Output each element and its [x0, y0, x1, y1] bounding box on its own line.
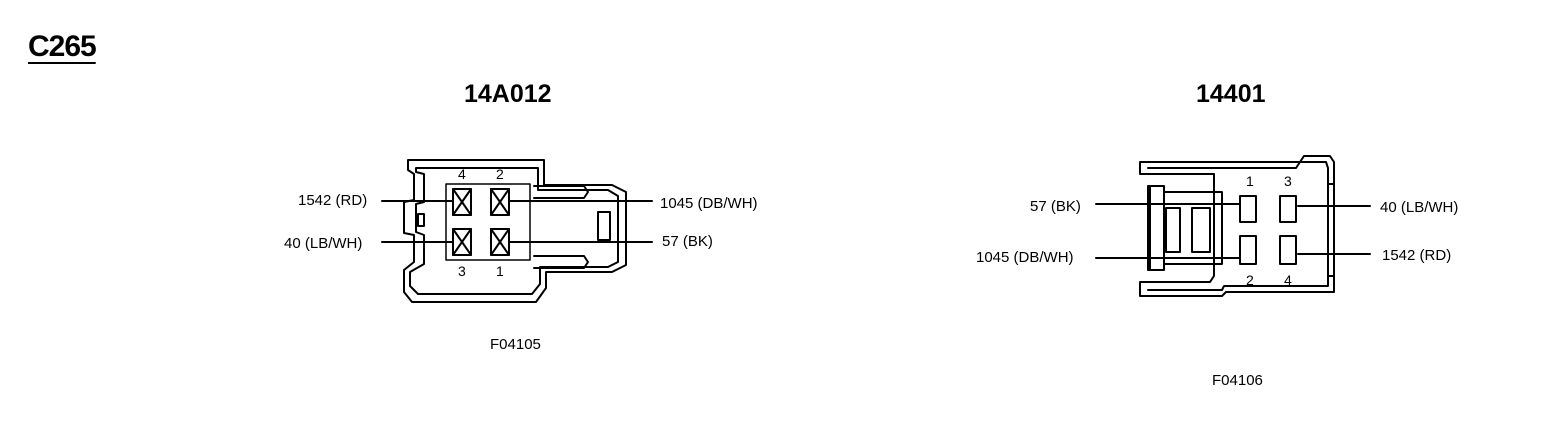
left-pin-1: 1 — [496, 263, 504, 279]
left-wire-label-1045: 1045 (DB/WH) — [660, 195, 758, 212]
right-pin-1: 1 — [1246, 173, 1254, 189]
left-terminal-3 — [452, 228, 472, 256]
left-wire-label-1542: 1542 (RD) — [298, 192, 368, 209]
right-pin-2: 2 — [1246, 272, 1254, 288]
connector-id-title: C265 — [28, 30, 97, 63]
right-terminal-4 — [1279, 235, 1297, 265]
right-figure-code: F04106 — [1212, 372, 1263, 389]
right-pin-3: 3 — [1284, 173, 1292, 189]
left-connector-body — [403, 159, 627, 303]
left-wire-label-57: 57 (BK) — [662, 233, 713, 250]
left-terminal-1 — [490, 228, 510, 256]
right-connector-body — [1139, 155, 1335, 297]
right-terminal-2 — [1239, 235, 1257, 265]
left-part-number: 14A012 — [464, 80, 552, 108]
right-wire-label-1045: 1045 (DB/WH) — [976, 249, 1074, 266]
right-terminal-1 — [1239, 195, 1257, 223]
left-terminal-4 — [452, 188, 472, 216]
left-pin-4: 4 — [458, 166, 466, 182]
right-wire-label-40: 40 (LB/WH) — [1380, 199, 1459, 216]
right-pin-4: 4 — [1284, 272, 1292, 288]
left-pin-3: 3 — [458, 263, 466, 279]
right-wire-label-57: 57 (BK) — [1030, 198, 1081, 215]
left-pin-2: 2 — [496, 166, 504, 182]
left-terminal-2 — [490, 188, 510, 216]
left-wire-label-40: 40 (LB/WH) — [284, 235, 363, 252]
right-wire-label-1542: 1542 (RD) — [1382, 247, 1452, 264]
right-terminal-3 — [1279, 195, 1297, 223]
left-figure-code: F04105 — [490, 336, 541, 353]
right-part-number: 14401 — [1196, 80, 1266, 108]
